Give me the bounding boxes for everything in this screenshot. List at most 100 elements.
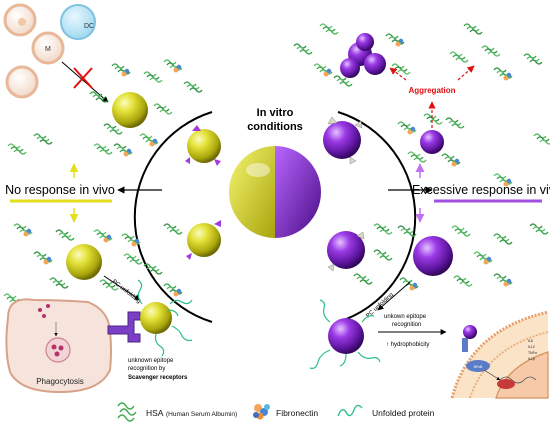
protein-cluster bbox=[523, 53, 543, 65]
purple-np-top bbox=[323, 116, 363, 165]
protein-cluster bbox=[391, 63, 411, 75]
protein-cluster bbox=[441, 153, 461, 167]
protein-cluster bbox=[103, 123, 123, 135]
aggregation-arrow-left bbox=[389, 67, 407, 81]
fibronectin-icon bbox=[253, 404, 270, 420]
center-arc-left bbox=[133, 111, 213, 323]
unfolded-protein-icon bbox=[337, 404, 363, 417]
unfolded-np-right bbox=[309, 299, 381, 369]
protein-cluster bbox=[373, 249, 393, 261]
corona-np-right-lower bbox=[413, 236, 453, 276]
hsa-icon bbox=[117, 402, 137, 422]
protein-cluster bbox=[385, 33, 405, 47]
protein-cluster bbox=[407, 151, 427, 163]
hydrophobicity-label: ↑ hydrophobicity bbox=[386, 342, 429, 348]
protein-cluster bbox=[397, 121, 417, 135]
protein-cluster bbox=[533, 133, 550, 145]
protein-cluster bbox=[481, 45, 501, 57]
left-recognition-line2: recognition by bbox=[128, 366, 165, 372]
immune-cells: DC M bbox=[3, 3, 96, 99]
protein-cluster bbox=[89, 91, 109, 103]
protein-cluster bbox=[397, 225, 417, 237]
central-nanoparticle bbox=[229, 146, 321, 238]
protein-cluster bbox=[313, 63, 333, 77]
protein-cluster bbox=[373, 223, 393, 235]
protein-clusters bbox=[3, 23, 550, 305]
protein-cluster bbox=[99, 279, 119, 291]
legend-fibronectin: Fibronectin bbox=[276, 408, 318, 418]
protein-cluster bbox=[93, 143, 113, 155]
protein-cluster bbox=[163, 223, 183, 235]
cell-bottom-left bbox=[5, 65, 39, 99]
protein-cluster bbox=[123, 253, 143, 265]
protein-cluster bbox=[493, 67, 513, 81]
legend-hsa-detail: (Human Serum Albumin) bbox=[166, 411, 237, 418]
corona-np-right-agg bbox=[340, 33, 386, 78]
protein-cluster bbox=[493, 273, 513, 287]
corona-np-right-mid bbox=[420, 130, 444, 154]
dendritic-cell bbox=[60, 4, 96, 40]
center-title-line2: conditions bbox=[247, 121, 303, 133]
protein-cluster bbox=[33, 133, 53, 145]
corona-np-left-mid bbox=[66, 244, 102, 280]
left-unfolding-arrow bbox=[103, 275, 141, 301]
cytokine-3: IL1β bbox=[528, 357, 535, 361]
dendritic-cell-label: DC bbox=[84, 23, 94, 30]
right-recognition-line1: unkown epitope bbox=[384, 314, 427, 320]
left-pc-unfolding: PC unfolding bbox=[111, 279, 142, 305]
purple-np-bottom bbox=[327, 231, 365, 272]
protein-cluster bbox=[353, 273, 373, 285]
phagocyte-cell bbox=[5, 298, 112, 394]
protein-cluster bbox=[445, 117, 465, 129]
nfkb-complex: NFκB bbox=[466, 360, 515, 389]
protein-cluster bbox=[423, 113, 443, 125]
protein-cluster bbox=[163, 59, 183, 73]
right-response-label: Excessive response in vivo bbox=[412, 183, 550, 197]
blocked-arrow bbox=[61, 61, 109, 103]
protein-cluster bbox=[55, 229, 75, 241]
protein-cluster bbox=[463, 23, 483, 35]
protein-cluster bbox=[473, 251, 493, 265]
cytokine-list: IL6 IL12 TNFα IL1β bbox=[528, 339, 537, 361]
protein-cluster bbox=[493, 233, 513, 245]
yellow-np-bottom bbox=[186, 220, 221, 260]
protein-cluster bbox=[143, 263, 163, 275]
red-cross-b bbox=[73, 67, 93, 89]
protein-cluster bbox=[293, 43, 313, 55]
protein-cluster bbox=[13, 223, 33, 237]
protein-cluster bbox=[183, 81, 203, 93]
cytokine-1: IL12 bbox=[528, 345, 535, 349]
legend-unfolded: Unfolded protein bbox=[372, 408, 435, 418]
scavenger-receptor bbox=[107, 311, 141, 343]
protein-cluster bbox=[153, 103, 173, 115]
protein-cluster bbox=[139, 133, 159, 147]
protein-cluster bbox=[163, 283, 183, 297]
nfkb-label: NFκB bbox=[474, 365, 483, 369]
membrane-receptor-np bbox=[462, 325, 477, 352]
unfolded-np-left bbox=[137, 279, 193, 357]
aggregation-arrow-right bbox=[457, 65, 475, 81]
protein-cluster bbox=[111, 63, 131, 77]
right-unfolding-arrow bbox=[377, 281, 411, 311]
protein-cluster bbox=[529, 223, 549, 235]
left-recognition-line1: unknown epitope bbox=[128, 358, 174, 364]
cytokine-2: TNFα bbox=[528, 351, 537, 355]
protein-cluster bbox=[7, 143, 27, 155]
protein-cluster bbox=[143, 71, 163, 83]
aggregation-label: Aggregation bbox=[408, 86, 455, 95]
protein-cluster bbox=[33, 251, 53, 265]
protein-cluster bbox=[453, 275, 473, 287]
protein-cluster bbox=[493, 173, 513, 187]
legend-hsa: HSA bbox=[146, 408, 164, 418]
legend: HSA (Human Serum Albumin) Fibronectin Un… bbox=[117, 402, 435, 422]
protein-cluster bbox=[319, 23, 339, 35]
protein-cluster bbox=[93, 229, 113, 243]
macrophage-label: M bbox=[45, 46, 51, 53]
corona-np-left-top bbox=[112, 92, 148, 128]
phagocytosis-label: Phagocytosis bbox=[36, 377, 84, 386]
left-recognition-line3: Scavenger receptors bbox=[128, 375, 188, 381]
yellow-np-top bbox=[185, 125, 221, 166]
protein-cluster bbox=[451, 225, 471, 237]
